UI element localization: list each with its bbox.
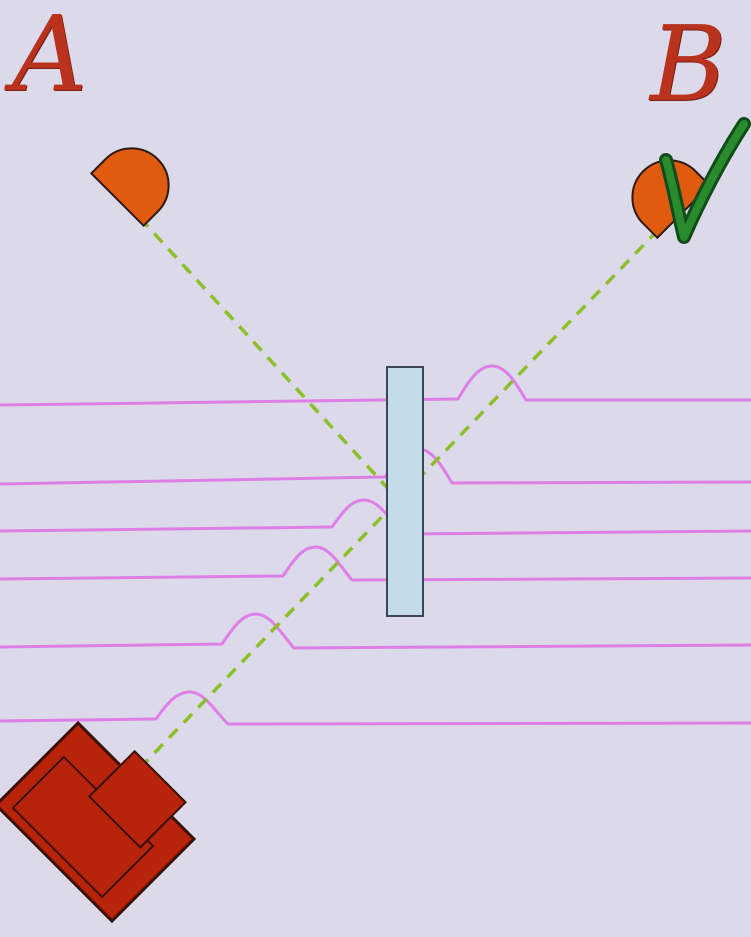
wave-line-4: [0, 545, 751, 582]
detector-a-label: A: [12, 0, 88, 115]
detector-a: [89, 147, 170, 228]
wave-line-1: [0, 364, 751, 407]
checkmark-icon: [659, 117, 751, 244]
beam-splitter-plate: [386, 366, 424, 617]
wave-line-3: [0, 498, 751, 536]
wave-line-5: [0, 612, 751, 650]
wave-line-6: [0, 690, 751, 726]
photon-source: [0, 720, 197, 924]
beam-to-detector-a: [138, 216, 395, 496]
wave-lines: [0, 364, 751, 726]
detector-b-label: B: [650, 3, 727, 125]
wave-line-2: [0, 447, 751, 486]
